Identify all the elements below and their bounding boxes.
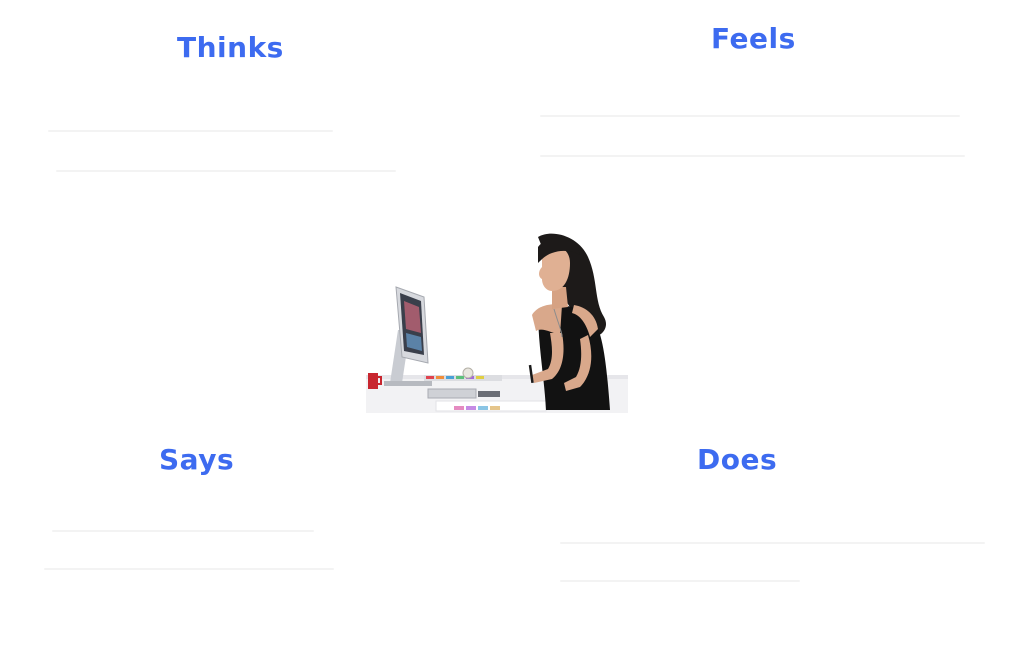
says-placeholder-line [52, 530, 314, 532]
woman-at-computer-icon [366, 233, 628, 413]
thinks-title: Thinks [177, 31, 284, 64]
feels-title: Feels [711, 22, 796, 55]
feels-placeholder-line [540, 155, 965, 157]
does-title: Does [697, 443, 778, 476]
says-title: Says [159, 443, 235, 476]
thinks-placeholder-line [56, 170, 396, 172]
says-placeholder-line [44, 568, 334, 570]
does-placeholder-line [560, 580, 800, 582]
does-placeholder-line [560, 542, 985, 544]
feels-placeholder-line [540, 115, 960, 117]
thinks-placeholder-line [48, 130, 333, 132]
